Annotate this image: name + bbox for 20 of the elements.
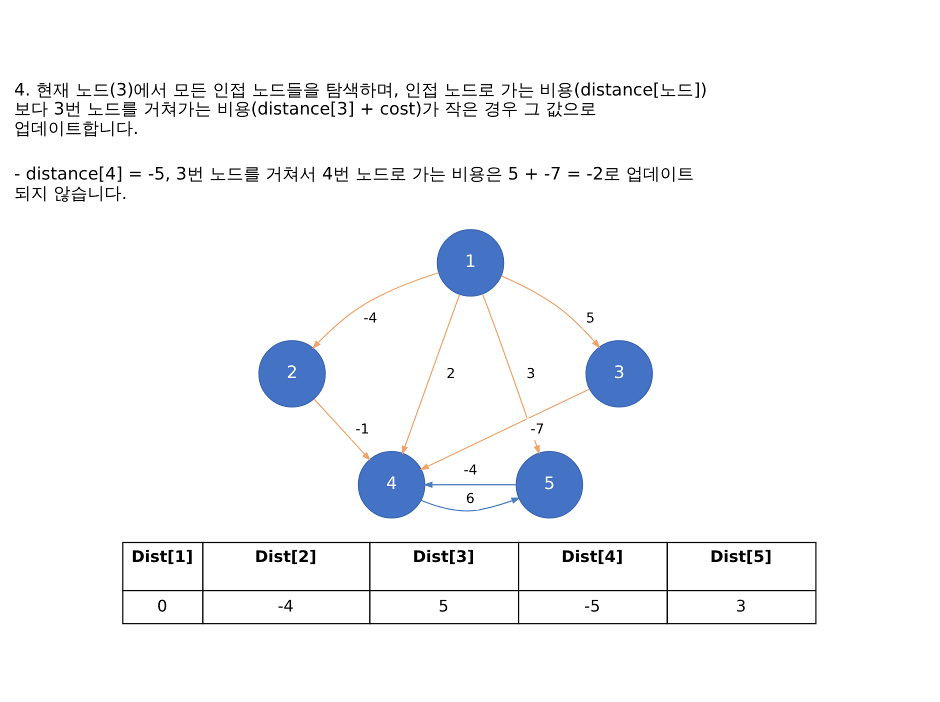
label: Dist[2] (254, 546, 316, 566)
edge-label: 6 (465, 490, 474, 507)
edge-label: 5 (586, 310, 594, 326)
edge-label: -1 (355, 420, 369, 437)
edge-label: -4 (363, 310, 377, 326)
label: -4 (277, 596, 294, 615)
label: 4. 현재 노드(3)에서 모든 인접 노드들을 탐색하며, 인접 노드로 가는 비용(distance[노드]) 보다 3번 노드를 거쳐가는 비용(distance[3] + cost)가 작은 경우 그 값으로 업데이트합니다. (14, 80, 707, 139)
label: Dist[4] (560, 546, 623, 566)
label: Dist[3] (412, 546, 474, 566)
label: Dist[1] (130, 546, 193, 566)
edge-label: 3 (526, 365, 535, 382)
label: 0 (156, 596, 167, 615)
edge-label: 2 (446, 365, 455, 382)
edge-label: -4 (463, 462, 477, 478)
label: 5 (438, 596, 448, 615)
label: 3 (735, 596, 746, 615)
label: - distance[4] = -5, 3번 노드를 거쳐서 4번 노드로 가는 비용은 5 + -7 = -2로 업데이트 되지 않습니다. (14, 164, 694, 204)
edge-label: -7 (530, 420, 544, 437)
label: Dist[5] (710, 546, 772, 566)
label: -5 (584, 596, 600, 615)
